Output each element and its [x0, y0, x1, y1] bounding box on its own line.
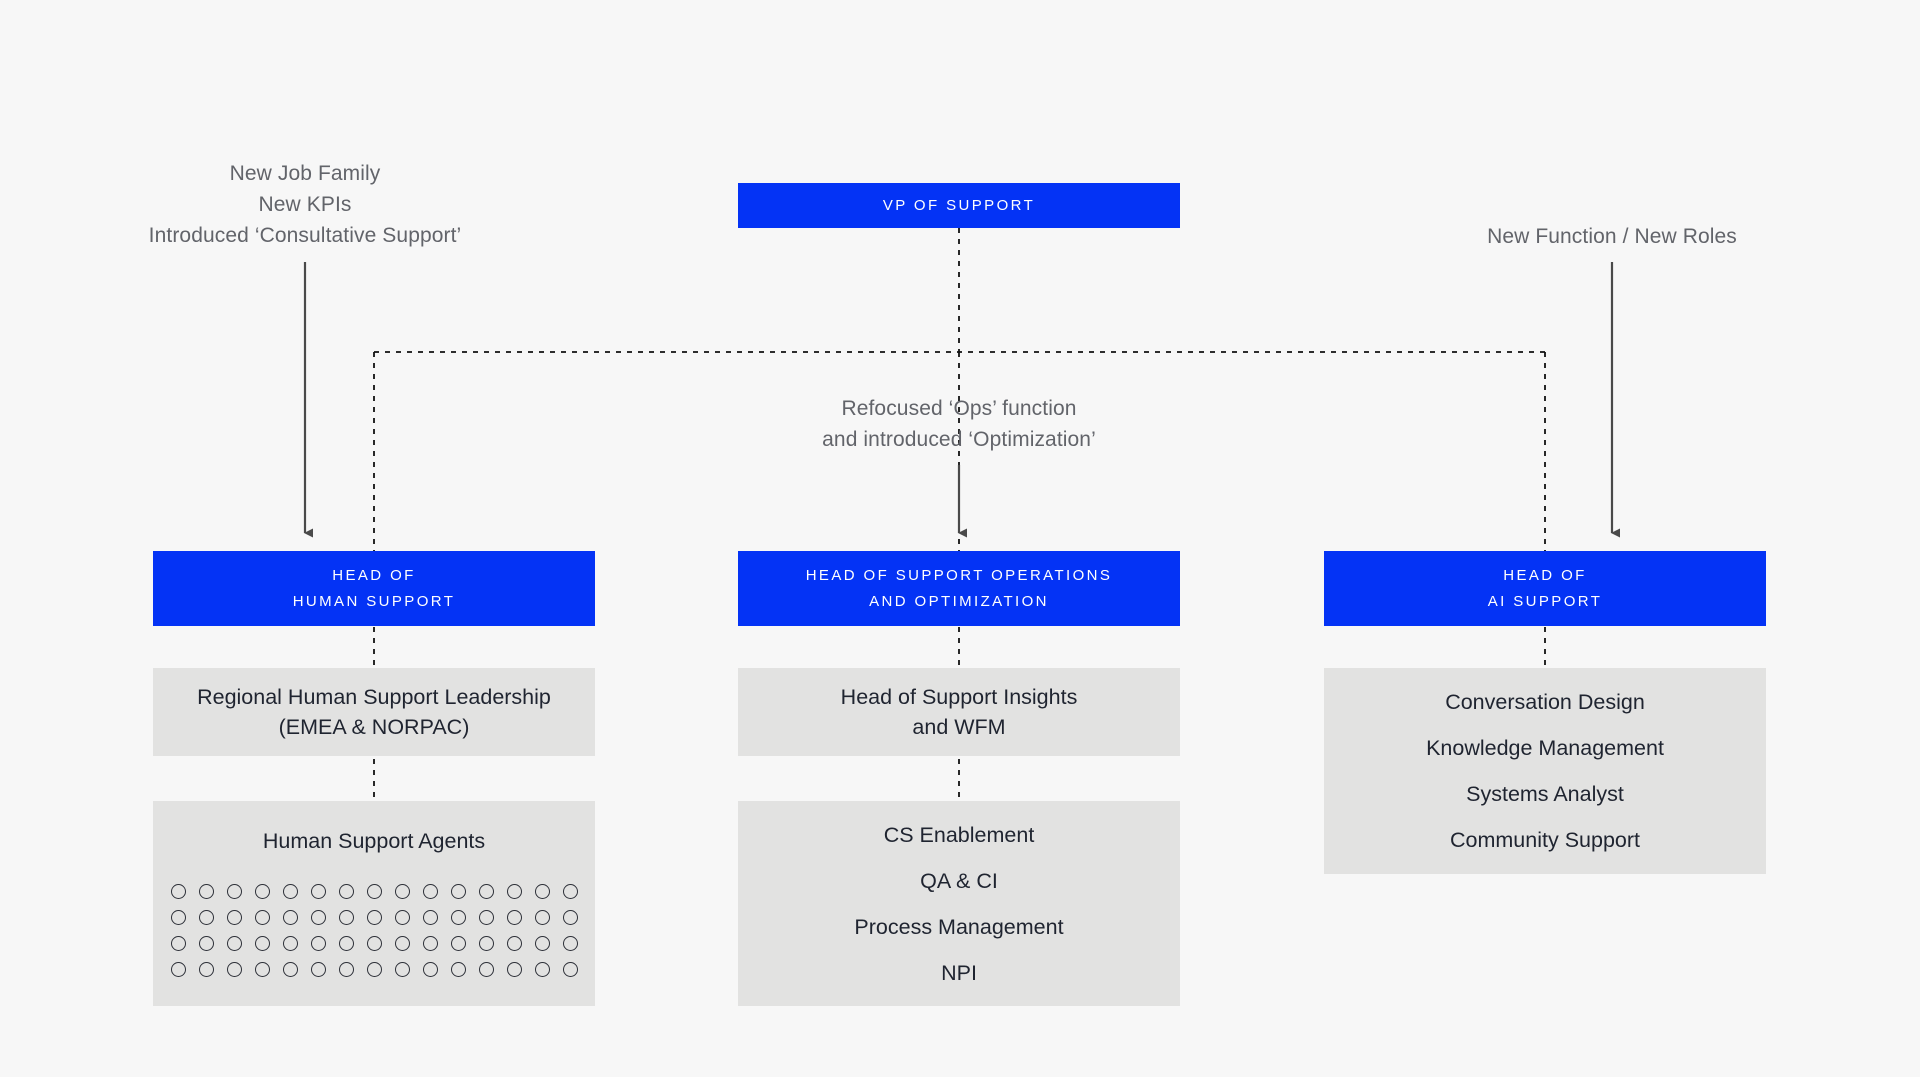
annotation-center: Refocused ‘Ops’ function and introduced … — [822, 397, 1096, 451]
agent-dot — [450, 935, 466, 951]
agent-dot — [478, 961, 494, 977]
list-item: Systems Analyst — [1466, 782, 1624, 806]
list-item: Conversation Design — [1445, 690, 1645, 714]
node-text: Head of Support Insights and WFM — [840, 685, 1078, 739]
agent-dot — [254, 961, 270, 977]
agent-dot — [394, 883, 410, 899]
agent-dot — [506, 909, 522, 925]
agent-dot — [170, 935, 186, 951]
annotation-right: New Function / New Roles — [1487, 225, 1737, 248]
agent-dot — [282, 961, 298, 977]
agent-dot — [310, 961, 326, 977]
node-human-support-agents[interactable]: Human Support Agents — [153, 801, 595, 1006]
agent-dot — [338, 935, 354, 951]
agent-dot — [282, 883, 298, 899]
agent-dot — [338, 961, 354, 977]
agent-dot — [310, 935, 326, 951]
agent-dot — [506, 883, 522, 899]
agent-dot — [422, 883, 438, 899]
agent-dot — [366, 935, 382, 951]
agent-dot — [226, 935, 242, 951]
agent-dot — [562, 935, 578, 951]
list-item: NPI — [941, 960, 977, 985]
agent-dot — [562, 909, 578, 925]
agent-dot — [534, 935, 550, 951]
agent-dot — [226, 883, 242, 899]
agent-dot — [534, 909, 550, 925]
agent-dot — [394, 935, 410, 951]
node-vp-of-support[interactable]: VP OF SUPPORT — [738, 183, 1180, 228]
node-head-of-support-operations[interactable]: HEAD OF SUPPORT OPERATIONS AND OPTIMIZAT… — [738, 551, 1180, 626]
agent-dot — [394, 909, 410, 925]
agent-dot — [450, 883, 466, 899]
agent-dot — [450, 961, 466, 977]
agent-dot — [366, 883, 382, 899]
node-head-of-ai-support[interactable]: HEAD OF AI SUPPORT — [1324, 551, 1766, 626]
agent-dot — [394, 961, 410, 977]
node-head-of-support-insights[interactable]: Head of Support Insights and WFM — [738, 668, 1180, 756]
list-item: QA & CI — [920, 868, 998, 893]
agent-dot — [254, 883, 270, 899]
list-item: Process Management — [854, 914, 1064, 939]
agent-dot — [506, 961, 522, 977]
agent-dot — [282, 909, 298, 925]
agent-dot — [198, 961, 214, 977]
agent-dot — [170, 883, 186, 899]
agent-dot — [562, 883, 578, 899]
node-text: Regional Human Support Leadership (EMEA … — [197, 685, 551, 739]
agent-dot — [422, 935, 438, 951]
agent-dot — [422, 961, 438, 977]
agent-dot — [422, 909, 438, 925]
node-regional-human-support-leadership[interactable]: Regional Human Support Leadership (EMEA … — [153, 668, 595, 756]
list-item: Community Support — [1450, 828, 1640, 852]
node-head-of-human-support[interactable]: HEAD OF HUMAN SUPPORT — [153, 551, 595, 626]
agent-dot — [534, 961, 550, 977]
agent-dot — [282, 935, 298, 951]
agent-dot — [450, 909, 466, 925]
agent-dot-grid — [164, 878, 584, 982]
agent-dot — [170, 909, 186, 925]
annotation-left: New Job Family New KPIs Introduced ‘Cons… — [148, 162, 462, 247]
list-item: Knowledge Management — [1426, 736, 1664, 760]
agent-dot — [478, 935, 494, 951]
agent-dot — [254, 935, 270, 951]
agent-dot — [366, 909, 382, 925]
agent-dot — [226, 961, 242, 977]
agents-title: Human Support Agents — [262, 829, 486, 853]
agent-dot — [310, 883, 326, 899]
agent-dot — [198, 909, 214, 925]
agent-dot — [198, 935, 214, 951]
agent-dot — [198, 883, 214, 899]
agent-dot — [254, 909, 270, 925]
list-item: CS Enablement — [883, 822, 1035, 847]
agent-dot — [562, 961, 578, 977]
agent-dot — [366, 961, 382, 977]
agent-dot — [170, 961, 186, 977]
agent-dot — [534, 883, 550, 899]
agent-dot — [226, 909, 242, 925]
agent-dot — [310, 909, 326, 925]
agent-dot — [478, 909, 494, 925]
agent-dot — [478, 883, 494, 899]
agent-dot — [338, 909, 354, 925]
agent-dot — [506, 935, 522, 951]
agent-dot — [338, 883, 354, 899]
